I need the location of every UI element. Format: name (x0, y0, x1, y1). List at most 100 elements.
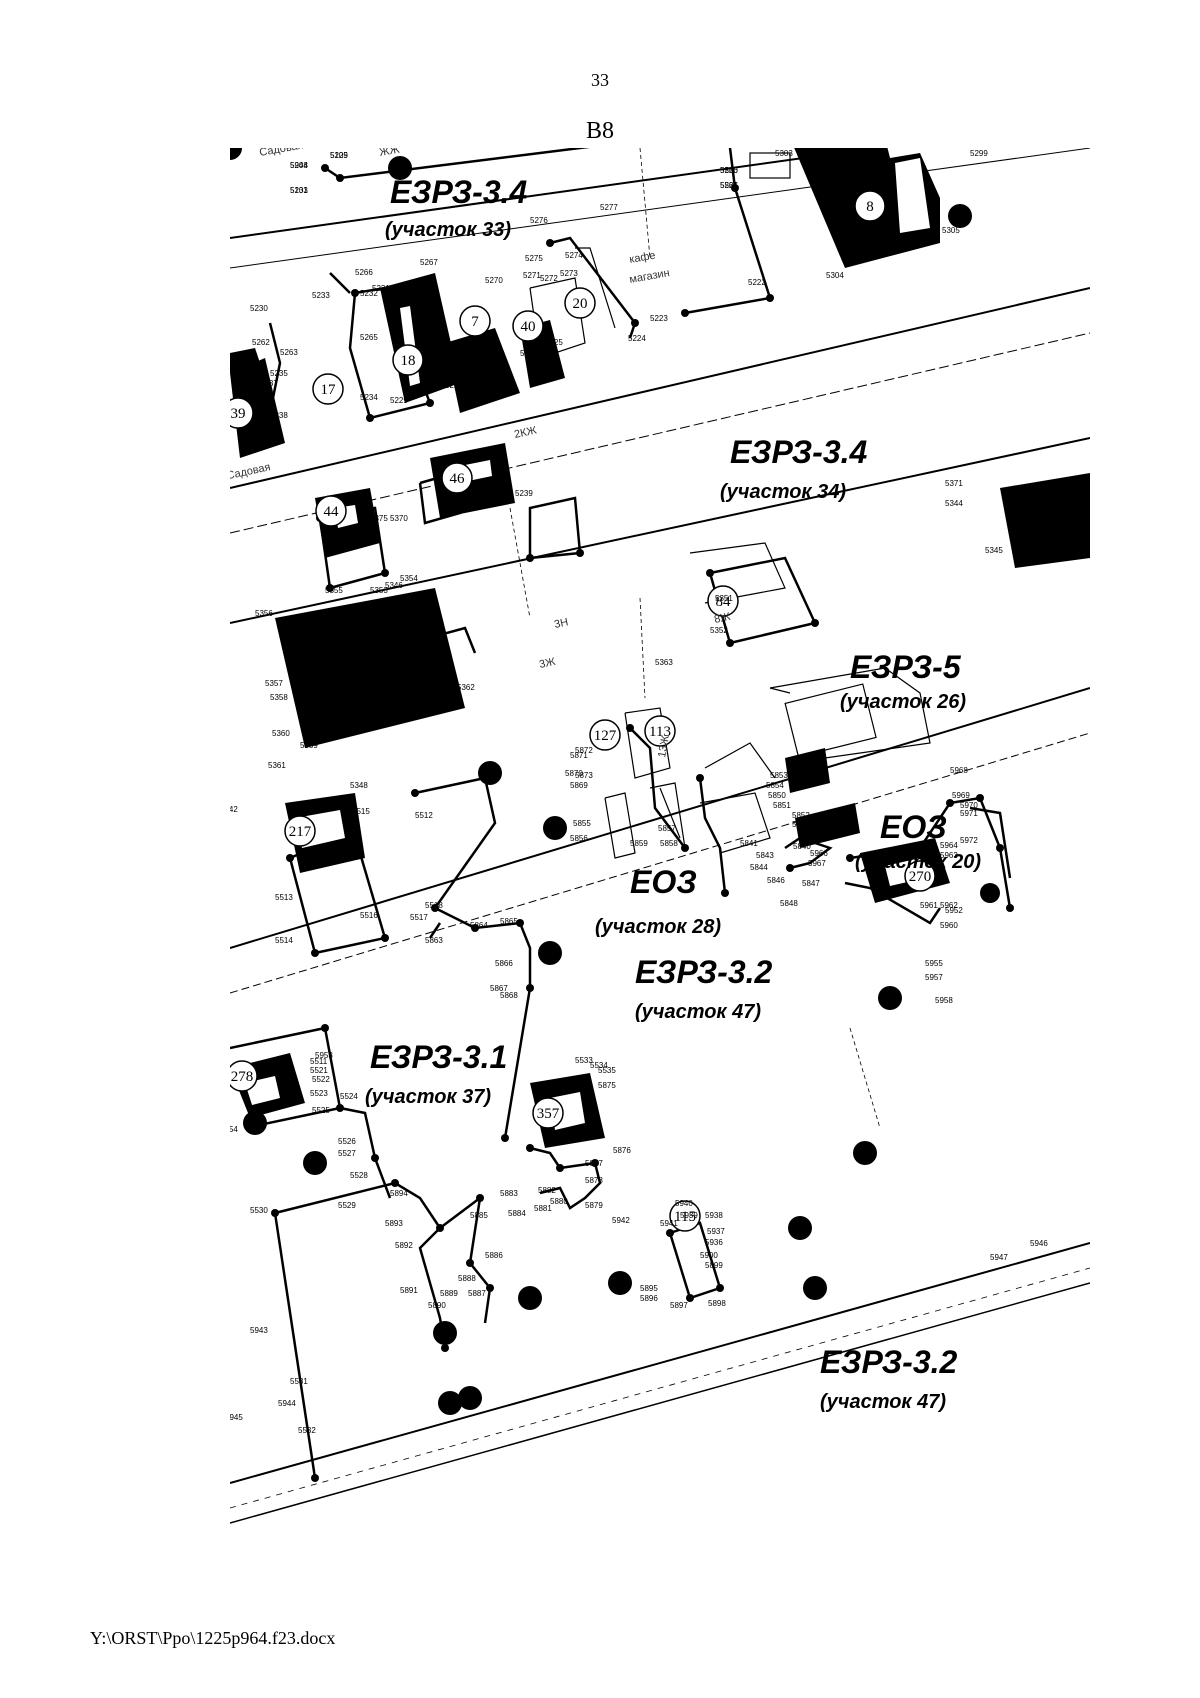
point-number-label: 5232 (360, 289, 378, 298)
point-number-label: 5962 (940, 901, 958, 910)
point-number-label: 5231 (372, 284, 390, 293)
point-number-label: 5358 (270, 693, 288, 702)
point-number-label: 5234 (360, 393, 378, 402)
building-circle (230, 397, 254, 429)
point-number-label: 5855 (573, 819, 591, 828)
point-number-label: 5233 (312, 291, 330, 300)
point-number-label: 5957 (925, 973, 943, 982)
point-number-label: 5532 (298, 1426, 316, 1435)
point-number-label: 5854 (766, 781, 784, 790)
zone-code-label: ЕОЗ (880, 809, 947, 845)
point-number-label: 5224 (628, 334, 646, 343)
point-number-label: 5523 (310, 1089, 328, 1098)
point-number-label: 5936 (705, 1238, 723, 1247)
point-number-label: 5850 (768, 791, 786, 800)
point-number-label: 5961 (920, 901, 938, 910)
point-number-label: 5865 (500, 917, 518, 926)
point-number-label: 5871 (570, 751, 588, 760)
point-number-label: 5888 (458, 1274, 476, 1283)
point-number-label: 5236 (265, 436, 283, 445)
point-number-label: 5939 (680, 1211, 698, 1220)
point-number-label: 5227 (520, 349, 538, 358)
point-number-label: 5270 (485, 276, 503, 285)
point-number-label: 5566 (720, 166, 738, 175)
point-number-label: 5941 (660, 1219, 678, 1228)
point-number-label: 5273 (560, 269, 578, 278)
point-number-label: 5966 (810, 849, 828, 858)
point-number-label: 5859 (630, 839, 648, 848)
point-number-label: 5873 (575, 771, 593, 780)
building-circle (230, 1060, 258, 1092)
point-number-label: 5856 (570, 834, 588, 843)
point-number-label: 5360 (272, 729, 290, 738)
zone-code-label: ЕОЗ (630, 864, 697, 900)
point-number-label: 5277 (600, 203, 618, 212)
point-number-label: 5896 (640, 1294, 658, 1303)
point-number-label: 5897 (670, 1301, 688, 1310)
point-number-label: 5371 (945, 479, 963, 488)
point-number-label: 5844 (750, 863, 768, 872)
point-number-label: 5841 (740, 839, 758, 848)
building-number-marker: 270 (904, 860, 936, 892)
point-number-label: 5838 (792, 820, 810, 829)
building-number-marker: 217 (284, 815, 316, 847)
point-number-label: 5946 (1030, 1239, 1048, 1248)
point-number-label: 5567 (720, 181, 738, 190)
map-markers (230, 148, 1000, 1415)
point-number-label: 5892 (395, 1241, 413, 1250)
point-number-label: 5514 (275, 936, 293, 945)
point-number-label: 5229 (390, 396, 408, 405)
point-number-label: 5526 (338, 1137, 356, 1146)
point-number-label: 5970 (960, 801, 978, 810)
point-number-label: 5969 (952, 791, 970, 800)
point-number-label: 5972 (960, 836, 978, 845)
building-number: 44 (324, 504, 340, 520)
point-number-label: 5954 (230, 1125, 238, 1134)
point-number-label: 5524 (340, 1092, 358, 1101)
point-number-label: 5363 (655, 658, 673, 667)
building-circle (854, 190, 886, 222)
point-number-label: 5353 (370, 586, 388, 595)
building-number: 84 (716, 594, 732, 610)
point-number-label: 5359 (300, 741, 318, 750)
point-number-label: 5968 (950, 766, 968, 775)
point-number-label: 5852 (792, 811, 810, 820)
point-number-label: 5864 (470, 921, 488, 930)
point-number-label: 5356 (255, 609, 273, 618)
building-number: 217 (289, 824, 312, 840)
point-number-label: 5525 (312, 1106, 330, 1115)
point-number-label: 5230 (250, 304, 268, 313)
point-number-label: 5535 (598, 1066, 616, 1075)
point-number-label: 5512 (415, 811, 433, 820)
zone-code-label: ЕЗРЗ-3.2 (820, 1344, 958, 1380)
point-number-label: 5872 (575, 746, 593, 755)
zone-code-label: ЕЗРЗ-3.4 (390, 174, 528, 210)
point-number-label: 5528 (350, 1171, 368, 1180)
point-number-label: 5263 (280, 348, 298, 357)
point-number-label: 5511 (310, 1057, 328, 1066)
building-number-marker: 46 (441, 462, 473, 494)
point-labels: 5204520552025203522052215278530353025300… (230, 148, 1048, 1435)
point-number-label: 5370 (390, 514, 408, 523)
point-number-label: 5843 (756, 851, 774, 860)
building-circle (392, 344, 424, 376)
point-number-label: 5531 (290, 1377, 308, 1386)
building-number: 127 (594, 728, 617, 744)
zone-code-label: ЕЗРЗ-3.4 (730, 434, 868, 470)
point-number-label: 5937 (707, 1227, 725, 1236)
building-number-marker: 20 (564, 287, 596, 319)
point-number-label: 5868 (500, 991, 518, 1000)
point-number-label: 5875 (598, 1081, 616, 1090)
point-number-label: 5881 (534, 1204, 552, 1213)
zone-code-label: ЕЗРЗ-3.1 (370, 1039, 507, 1075)
point-number-label: 5515 (352, 807, 370, 816)
point-number-label: 5899 (705, 1261, 723, 1270)
point-number-label: 5375 (370, 514, 388, 523)
street-label: 3Н (553, 616, 569, 631)
point-number-label: 5851 (773, 801, 791, 810)
point-number-label: 5945 (230, 1413, 243, 1422)
building-number-marker: 44 (315, 495, 347, 527)
building-number: 7 (471, 314, 479, 330)
vertex-dots (271, 164, 1014, 1482)
